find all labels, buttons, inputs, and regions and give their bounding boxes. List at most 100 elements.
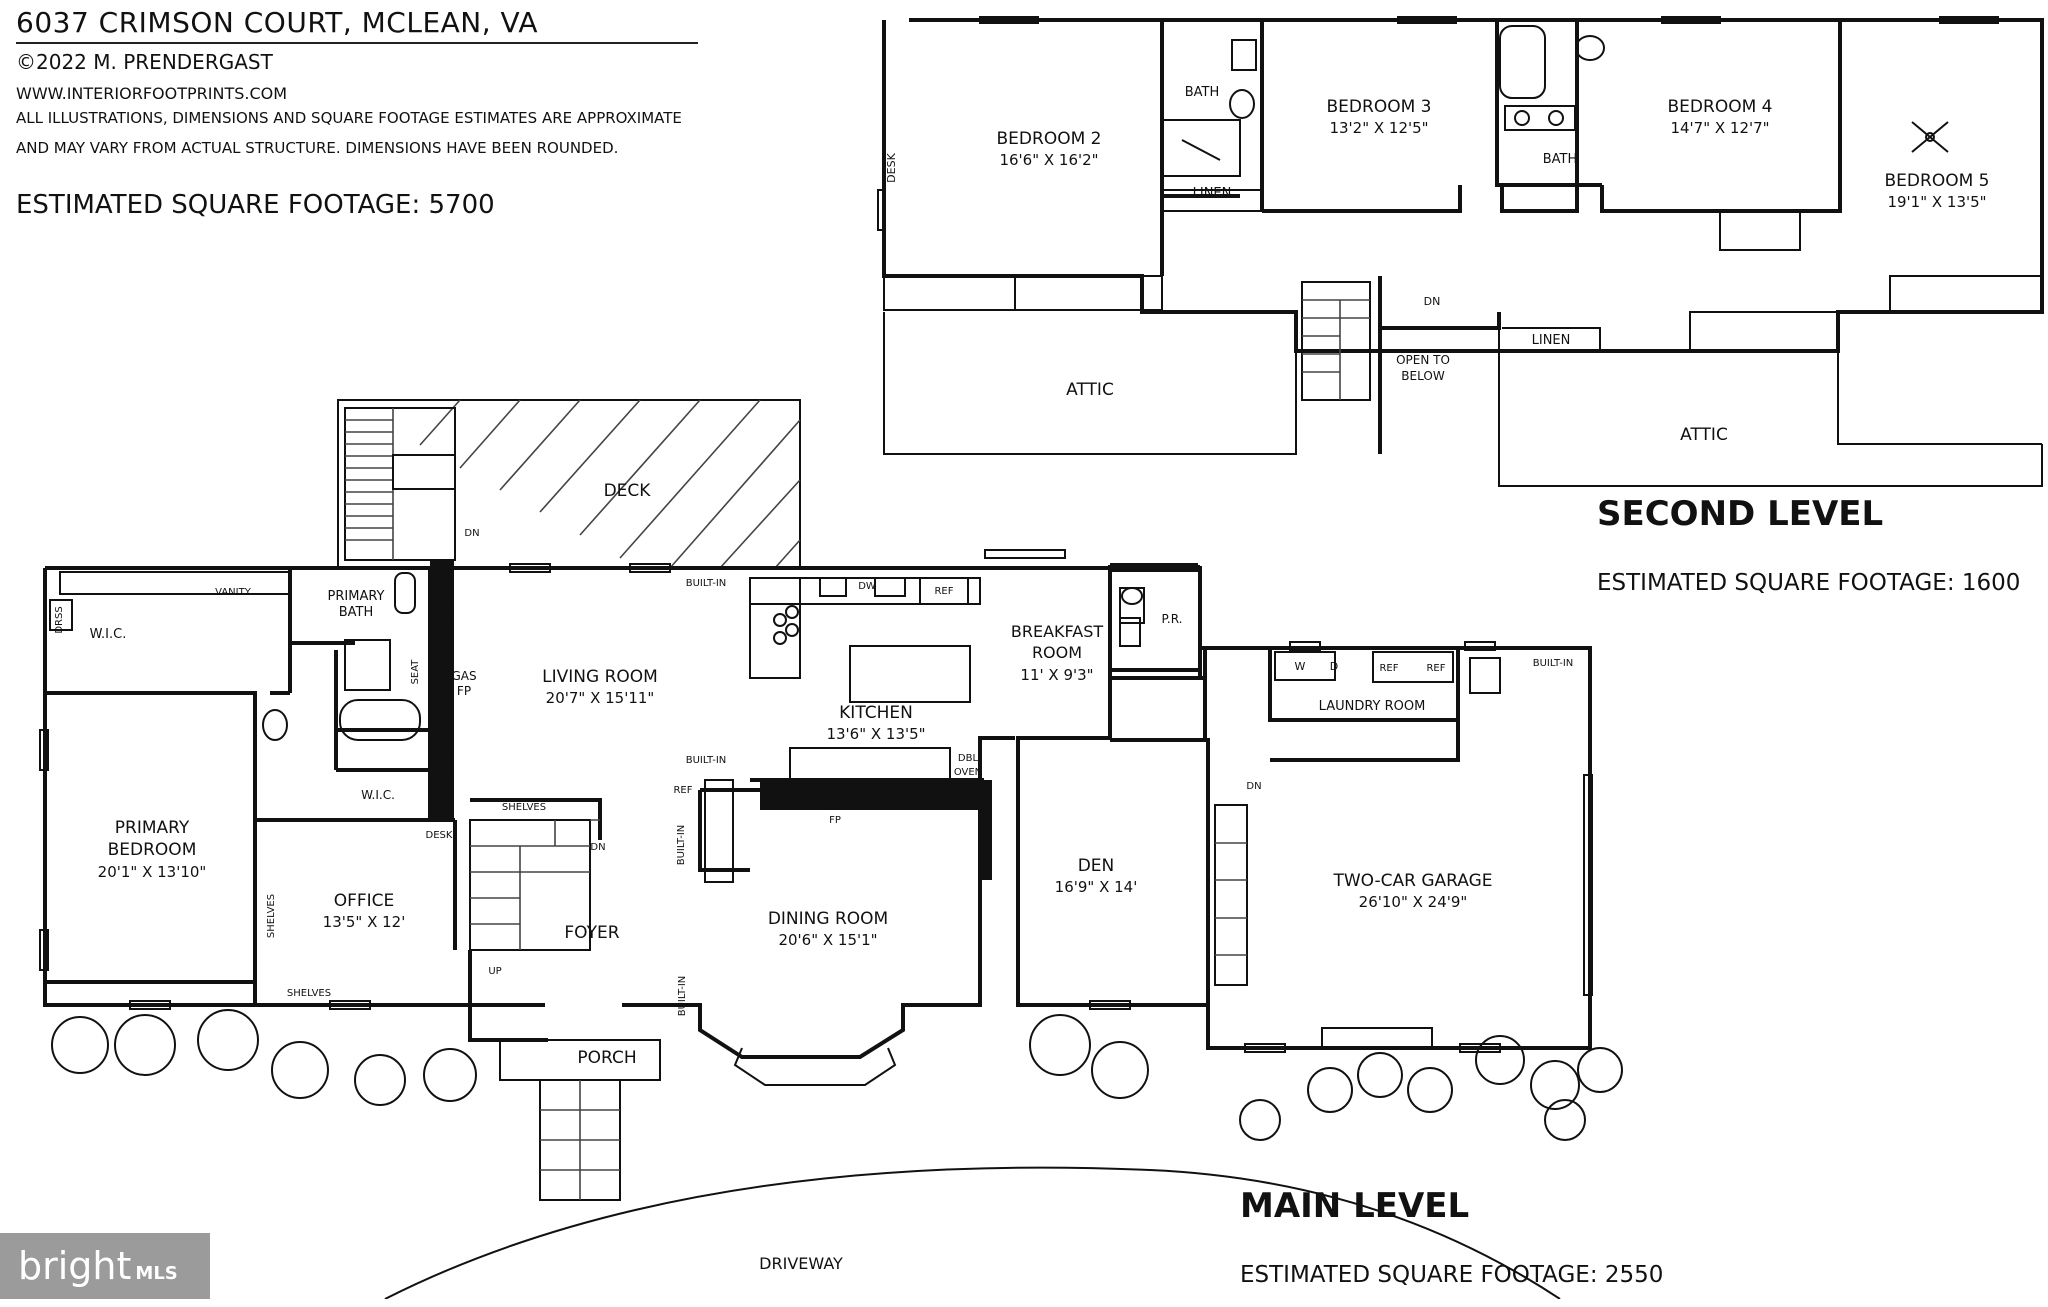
desk-label: DESK — [426, 830, 453, 841]
vanity-label: VANITY — [215, 587, 252, 598]
website-text: WWW.INTERIORFOOTPRINTS.COM — [16, 84, 288, 103]
shelves-a-label: SHELVES — [444, 590, 455, 634]
stair-second-level — [1301, 281, 1371, 401]
main-inner-joint — [1108, 678, 1112, 738]
fireplace-chimney — [430, 560, 454, 820]
bedroom-4-dims: 14'7" X 12'7" — [1670, 119, 1769, 137]
bedroom-3-label: BEDROOM 3 — [1327, 97, 1432, 117]
wic-a-label: W.I.C. — [90, 627, 127, 642]
pr-walls — [1108, 572, 1202, 740]
open-to-below-label-2: BELOW — [1401, 369, 1445, 383]
gas-fp2-label-1: GAS — [825, 802, 846, 813]
pr-closure — [1110, 646, 1207, 680]
office-label: OFFICE — [334, 891, 395, 911]
dryer-label: D — [1330, 660, 1338, 673]
second-level-outline — [882, 18, 2044, 353]
shelves-d-label: SHELVES — [266, 894, 277, 938]
second-level-title: SECOND LEVEL — [1597, 494, 1884, 534]
kitchen-dims: 13'6" X 13'5" — [826, 725, 925, 743]
second-level-sqft: ESTIMATED SQUARE FOOTAGE: 1600 — [1597, 570, 2021, 596]
builtin-a-label: BUILT-IN — [686, 578, 727, 589]
bay-window — [733, 1047, 897, 1086]
kitchen-label: KITCHEN — [839, 703, 913, 723]
total-square-footage: ESTIMATED SQUARE FOOTAGE: 5700 — [16, 190, 495, 220]
fan-icon — [1911, 121, 1949, 153]
main-level-sqft: ESTIMATED SQUARE FOOTAGE: 2550 — [1240, 1262, 1664, 1288]
stairs-main — [469, 819, 600, 951]
attic-right-label: ATTIC — [1680, 425, 1728, 445]
central-walls — [468, 778, 992, 1005]
dining-room-dims: 20'6" X 15'1" — [778, 931, 877, 949]
bedroom-4-label: BEDROOM 4 — [1668, 97, 1773, 117]
stair-up-label: UP — [488, 966, 501, 977]
breakfast-dims: 11' X 9'3" — [1020, 666, 1093, 684]
breakfast-label-2: ROOM — [1032, 643, 1082, 662]
powder-room-label: P.R. — [1162, 612, 1183, 626]
bedroom-2-dims: 16'6" X 16'2" — [999, 151, 1098, 169]
foyer-label: FOYER — [564, 923, 619, 943]
driveway-curve — [384, 1166, 1561, 1299]
garage-label: TWO-CAR GARAGE — [1332, 871, 1492, 891]
garage-details — [1214, 774, 1593, 1049]
header-rule — [16, 42, 698, 44]
stair-dn-label: DN — [590, 842, 605, 853]
disclaimer-line-2: AND MAY VARY FROM ACTUAL STRUCTURE. DIME… — [16, 139, 619, 157]
open-to-below-label-1: OPEN TO — [1396, 353, 1450, 367]
primary-bedroom-label-1: PRIMARY — [115, 818, 190, 838]
address-title: 6037 CRIMSON COURT, MCLEAN, VA — [16, 6, 539, 39]
disclaimer-line-1: ALL ILLUSTRATIONS, DIMENSIONS AND SQUARE… — [16, 109, 682, 127]
primary-bedroom-dims: 20'1" X 13'10" — [98, 863, 207, 881]
bedroom-5-dims: 19'1" X 13'5" — [1887, 193, 1986, 211]
builtin-b-label: BUILT-IN — [686, 755, 727, 766]
porch-steps — [499, 1039, 661, 1201]
linen-a-label: LINEN — [1193, 186, 1232, 201]
bath-b-label: BATH — [1543, 152, 1578, 167]
garage-dn-label: DN — [1246, 781, 1261, 792]
copyright-text: ©2022 M. PRENDERGAST — [16, 50, 273, 74]
primary-bath-label-1: PRIMARY — [328, 589, 385, 604]
linen-b-label: LINEN — [1532, 333, 1571, 348]
landscaping — [51, 1009, 1623, 1141]
bedroom-5-label: BEDROOM 5 — [1885, 171, 1990, 191]
ref-a-label: REF — [934, 586, 953, 597]
second-level-plan: BEDROOM 2 16'6" X 16'2" BATH LINEN BEDRO… — [877, 16, 2044, 487]
second-level-dn-label: DN — [1424, 295, 1441, 308]
den-top-wall — [1016, 736, 1112, 745]
dw-label: DW — [858, 581, 876, 592]
primary-bath-label-2: BATH — [339, 605, 374, 620]
ref-c-label: REF — [1379, 663, 1398, 674]
dining-room-label: DINING ROOM — [768, 909, 888, 929]
attic-left-outline — [883, 134, 1297, 455]
driveway-label: DRIVEWAY — [759, 1254, 843, 1273]
desk-label: DESK — [885, 152, 898, 182]
gas-fp2-label-2: FP — [829, 815, 841, 826]
living-room-label: LIVING ROOM — [542, 667, 658, 687]
living-room-dims: 20'7" X 15'11" — [546, 689, 655, 707]
deck — [337, 399, 801, 569]
attic-left-label: ATTIC — [1066, 380, 1114, 400]
kitchen-dining-wall — [760, 780, 990, 810]
deck-label: DECK — [604, 481, 652, 501]
shelves-c-label: SHELVES — [502, 802, 546, 813]
builtin-d-label: BUILT-IN — [677, 976, 688, 1017]
primary-bath-fixtures — [49, 571, 421, 741]
dbl-oven-label-1: DBL — [958, 753, 979, 764]
deck-dn-label: DN — [464, 528, 479, 539]
dbl-oven-label-2: OVEN — [954, 767, 982, 778]
watermark-suffix: MLS — [135, 1263, 178, 1284]
second-level-fixtures — [1229, 25, 1605, 131]
closets-and-linen — [1162, 119, 1801, 352]
garage-dims: 26'10" X 24'9" — [1359, 893, 1468, 911]
den-dims: 16'9" X 14' — [1055, 878, 1138, 896]
gas-fp-label-1: GAS — [451, 669, 476, 683]
bed-closets — [883, 275, 2043, 351]
dress-label: DRSS — [54, 606, 65, 633]
gas-fp-label-2: FP — [457, 684, 471, 698]
builtin-c-label: BUILT-IN — [676, 825, 687, 866]
wic-b-label: W.I.C. — [361, 788, 395, 802]
den-label: DEN — [1078, 856, 1115, 876]
bedroom-3-dims: 13'2" X 12'5" — [1329, 119, 1428, 137]
dining-wall-stub — [980, 810, 990, 880]
